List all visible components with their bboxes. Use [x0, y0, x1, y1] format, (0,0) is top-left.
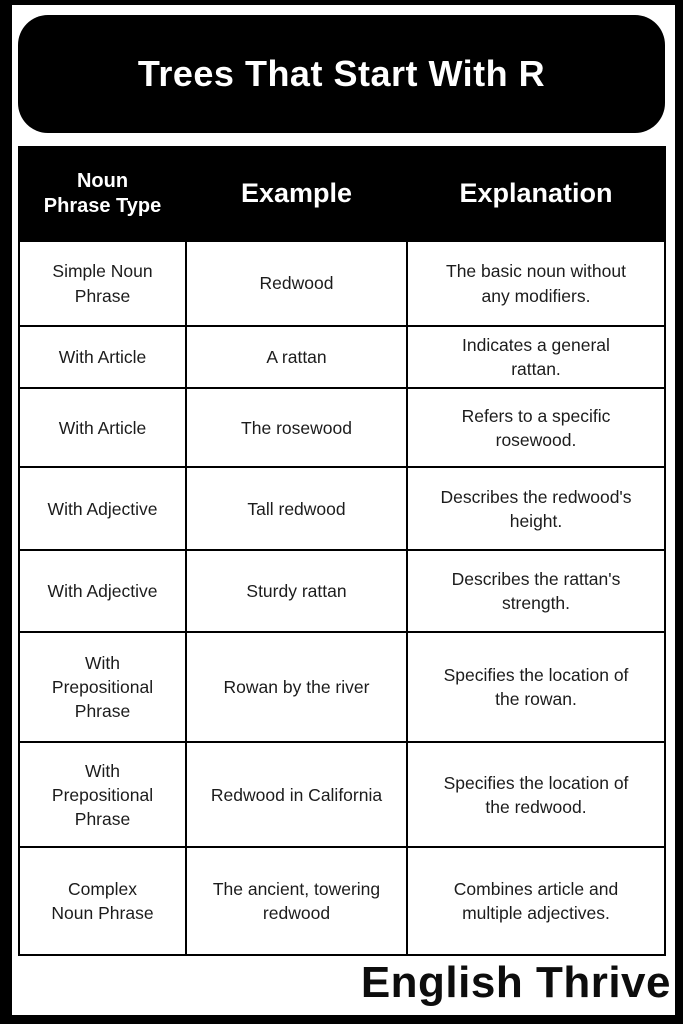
cell-explanation: Indicates a general rattan. [406, 324, 666, 390]
table-row: With Adjective Tall redwood Describes th… [18, 466, 666, 552]
cell-example: The rosewood [185, 387, 408, 469]
cell-type: With Article [18, 324, 187, 390]
cell-example: Redwood [185, 240, 408, 327]
cell-type: With Prepositional Phrase [18, 741, 187, 849]
cell-explanation: Specifies the location of the rowan. [406, 631, 666, 744]
header-cell-example: Example [185, 146, 408, 242]
cell-explanation: Describes the rattan's strength. [406, 549, 666, 634]
brand-footer: English Thrive [12, 959, 675, 1007]
cell-type: With Adjective [18, 466, 187, 552]
cell-explanation: Combines article and multiple adjectives… [406, 846, 666, 957]
table-row: With Prepositional Phrase Redwood in Cal… [18, 741, 666, 849]
header-cell-explanation: Explanation [406, 146, 666, 242]
cell-example: Rowan by the river [185, 631, 408, 744]
cell-type: With Prepositional Phrase [18, 631, 187, 744]
cell-explanation: Describes the redwood's height. [406, 466, 666, 552]
cell-type: Simple Noun Phrase [18, 240, 187, 327]
cell-type: Complex Noun Phrase [18, 846, 187, 957]
table-row: Simple Noun Phrase Redwood The basic nou… [18, 240, 666, 327]
cell-explanation: The basic noun without any modifiers. [406, 240, 666, 327]
table-header-row: Noun Phrase Type Example Explanation [18, 146, 666, 242]
cell-explanation: Refers to a specific rosewood. [406, 387, 666, 469]
table-row: Complex Noun Phrase The ancient, towerin… [18, 846, 666, 957]
cell-type: With Adjective [18, 549, 187, 634]
cell-example: Tall redwood [185, 466, 408, 552]
page-title: Trees That Start With R [137, 53, 546, 94]
cell-example: Redwood in California [185, 741, 408, 849]
cell-example: A rattan [185, 324, 408, 390]
cell-type: With Article [18, 387, 187, 469]
cell-example: The ancient, towering redwood [185, 846, 408, 957]
title-banner: Trees That Start With R [18, 15, 665, 133]
cell-explanation: Specifies the location of the redwood. [406, 741, 666, 849]
noun-phrase-table: Noun Phrase Type Example Explanation Sim… [18, 146, 666, 957]
header-cell-noun-phrase-type: Noun Phrase Type [18, 146, 187, 242]
table-row: With Article The rosewood Refers to a sp… [18, 387, 666, 469]
brand-text: English Thrive [360, 958, 671, 1008]
table-row: With Article A rattan Indicates a genera… [18, 324, 666, 390]
table-row: With Prepositional Phrase Rowan by the r… [18, 631, 666, 744]
cell-example: Sturdy rattan [185, 549, 408, 634]
table-row: With Adjective Sturdy rattan Describes t… [18, 549, 666, 634]
